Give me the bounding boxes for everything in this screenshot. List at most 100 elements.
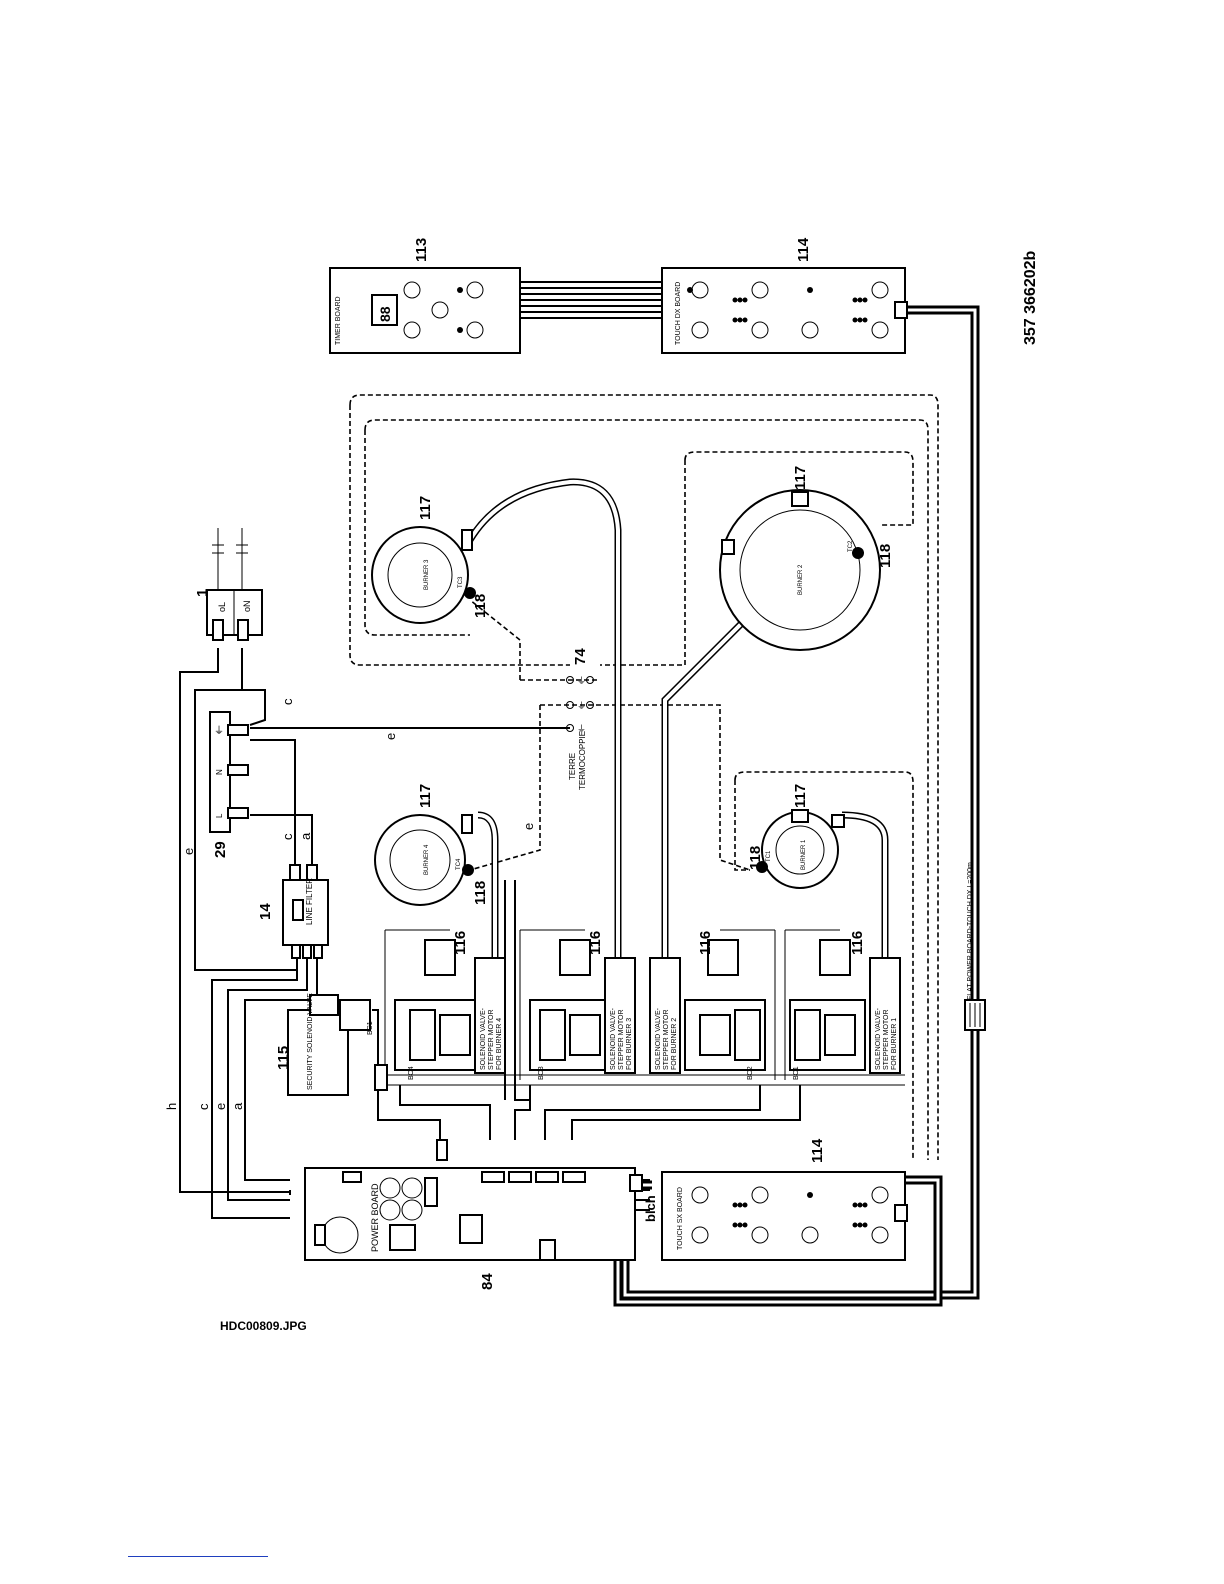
valve-module-2: SOLENOID VALVE- STEPPER MOTOR FOR BURNER… <box>649 939 766 1080</box>
ref-terminal-block: 29 <box>212 841 229 858</box>
burner-2: BURNER 2 TC2 <box>719 489 881 651</box>
thermocouple-label: TC3 <box>458 576 464 588</box>
ref-earth-terminals: 74 <box>572 648 589 665</box>
svg-text:⏚: ⏚ <box>214 725 224 737</box>
wire-letter-a: a <box>230 1102 245 1110</box>
wire-letter-c: c <box>280 833 295 840</box>
terminal-l-label: L <box>215 813 224 818</box>
valve-label-line2: STEPPER MOTOR <box>488 1009 495 1070</box>
reference-labels: 1 14 29 74 84 113 114 114 115 117 117 11… <box>194 237 894 1290</box>
wire-letter-e: e <box>383 733 398 740</box>
switch-n-label: oN <box>242 600 252 612</box>
burner-label: BURNER 2 <box>798 564 804 595</box>
ref-burner-cap: 117 <box>792 784 809 808</box>
valve-label-line2: STEPPER MOTOR <box>663 1009 670 1070</box>
burner-label: BURNER 3 <box>424 559 430 590</box>
ref-touch-sx: 114 <box>809 1138 826 1163</box>
valve-label-line1: SOLENOID VALVE- <box>610 1007 617 1070</box>
gas-tubes <box>466 478 889 965</box>
ref-line-filter: 14 <box>257 903 274 920</box>
valve-label-for: FOR BURNER 1 <box>891 1018 898 1070</box>
ref-valve-module: 116 <box>587 931 604 955</box>
touch-sx-board: TOUCH SX BOARD <box>629 1171 908 1261</box>
svg-text:⏚: ⏚ <box>577 724 586 734</box>
valve-label-line2: STEPPER MOTOR <box>618 1009 625 1070</box>
valve-label-for: FOR BURNER 3 <box>626 1018 633 1070</box>
touch-sx-label: TOUCH SX BOARD <box>677 1187 684 1250</box>
ref-timer-board: 113 <box>413 238 430 262</box>
wire-letters: h c e a e c a c e e <box>164 698 536 1110</box>
connector-label: BC4 <box>408 1066 415 1080</box>
flat-cables <box>520 281 986 1307</box>
ref-security-valve: 115 <box>275 1046 292 1070</box>
burner-3: BURNER 3 TC3 <box>371 526 476 624</box>
ref-thermocouple: 118 <box>472 881 489 905</box>
thermocouple-label: TC1 <box>766 850 772 862</box>
valve-label-line1: SECURITY SOLENOID VALVE <box>307 993 314 1090</box>
ref-thermocouple: 118 <box>472 594 489 618</box>
connector-label: BC3 <box>538 1066 545 1080</box>
valve-module-1: SOLENOID VALVE- STEPPER MOTOR FOR BURNER… <box>789 939 901 1080</box>
ref-valve-module: 116 <box>697 931 714 955</box>
burner-1: BURNER 1 TC1 <box>756 809 845 889</box>
connector-label: BC1 <box>793 1066 800 1080</box>
valve-module-4: SOLENOID VALVE- STEPPER MOTOR FOR BURNER… <box>394 939 506 1080</box>
valve-module-3: SOLENOID VALVE- STEPPER MOTOR FOR BURNER… <box>529 939 636 1080</box>
wire-letter-e: e <box>521 823 536 830</box>
thermocouple-label: TC2 <box>848 540 854 552</box>
terre-label: TERRE <box>568 753 577 780</box>
earth-terminals: ⏚ ⏚ ⏚ TERRE TERMOCOPPIE <box>566 676 594 790</box>
ref-burner-cap: 117 <box>792 466 809 490</box>
footer-rule <box>128 1556 268 1557</box>
ref-valve-module: 116 <box>849 931 866 955</box>
main-switch: oL oN <box>206 528 263 641</box>
ref-thermocouple: 118 <box>877 544 894 568</box>
power-board: POWER BOARD <box>304 1139 636 1261</box>
security-valve: SECURITY SOLENOID VALVE BC1 <box>287 993 388 1096</box>
wire-letter-e: e <box>181 848 196 855</box>
valve-label-line1: SOLENOID VALVE- <box>655 1007 662 1070</box>
timer-board: 88 TIMER BOARD <box>329 267 521 354</box>
timer-to-dx-ribbon <box>520 281 662 319</box>
valve-label-line1: SOLENOID VALVE- <box>480 1007 487 1070</box>
terminal-n-label: N <box>215 769 224 775</box>
wire-letter-h: h <box>164 1103 179 1110</box>
ref-burner-cap: 117 <box>417 784 434 808</box>
valve-rail <box>380 929 905 1086</box>
burner-label: BURNER 4 <box>424 844 430 875</box>
connector-label: BC2 <box>747 1066 754 1080</box>
valve-label-line1: SOLENOID VALVE- <box>875 1007 882 1070</box>
flat-cable-label: FLAT POWER BOARD-TOUCH DX L=200m <box>967 862 974 1000</box>
ref-main-switch: 1 <box>194 589 211 597</box>
filter-label: LINE FILTER <box>305 878 314 925</box>
svg-text:BC1: BC1 <box>367 1021 374 1035</box>
ref-valve-module: 116 <box>452 931 469 955</box>
file-name: HDC00809.JPG <box>220 1319 307 1333</box>
switch-l-label: oL <box>217 602 227 612</box>
wire-letter-a: a <box>298 832 313 840</box>
ref-thermocouple: 118 <box>747 846 764 870</box>
timer-board-label: TIMER BOARD <box>335 296 342 345</box>
wire-letter-e: e <box>213 1103 228 1110</box>
terminal-block: ⏚ N L <box>209 711 249 833</box>
termocoppie-label: TERMOCOPPIE <box>578 731 587 790</box>
valve-label-line2: STEPPER MOTOR <box>883 1009 890 1070</box>
blch-label: blch <box>643 1195 658 1222</box>
touch-dx-board: TOUCH DX BOARD <box>661 267 908 354</box>
svg-text:⏚: ⏚ <box>577 676 586 686</box>
wire-letter-c: c <box>196 1103 211 1110</box>
ref-burner-cap: 117 <box>417 496 434 520</box>
touch-dx-label: TOUCH DX BOARD <box>675 282 682 345</box>
ref-touch-dx: 114 <box>795 237 812 262</box>
power-board-label: POWER BOARD <box>370 1183 380 1252</box>
ref-power-board: 84 <box>479 1273 496 1290</box>
svg-text:⏚: ⏚ <box>577 701 586 711</box>
valve-label-for: FOR BURNER 4 <box>496 1018 503 1070</box>
wire-letter-c: c <box>280 698 295 705</box>
thermocouple-label: TC4 <box>456 858 462 870</box>
timer-display: 88 <box>377 306 393 322</box>
burner-label: BURNER 1 <box>801 839 807 870</box>
burner-4: BURNER 4 TC4 <box>374 814 474 906</box>
line-filter: LINE FILTER <box>282 864 329 959</box>
